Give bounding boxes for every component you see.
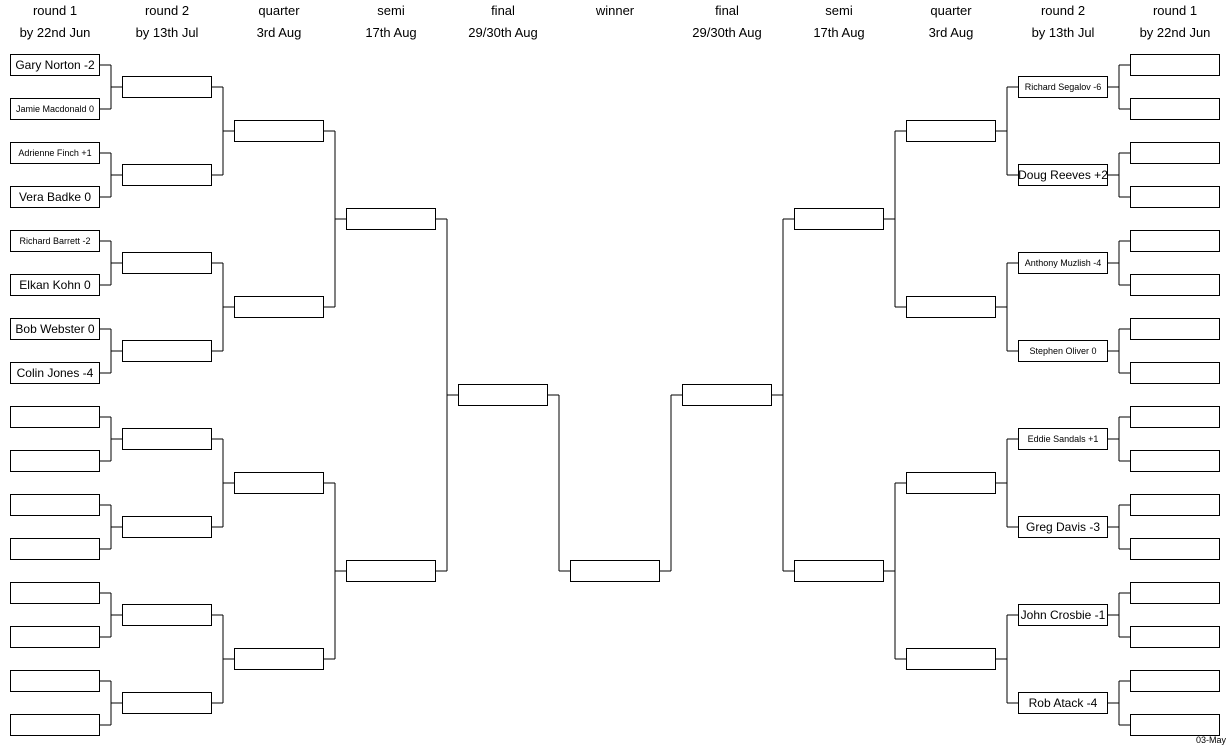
left-round2-slot-4: [122, 340, 212, 362]
right-round2-slot-1: Richard Segalov -6: [1018, 76, 1108, 98]
left-round1-slot-15: [10, 670, 100, 692]
right-round1-slot-4: [1130, 186, 1220, 208]
column-header-8: semi 17th Aug: [783, 0, 895, 44]
column-header-date: by 22nd Jun: [1139, 25, 1211, 40]
column-header-1: round 1 by 22nd Jun: [0, 0, 111, 44]
right-semi-slot-1: [794, 208, 884, 230]
left-final-slot-1: [458, 384, 548, 406]
column-header-date: 3rd Aug: [256, 25, 302, 40]
right-round1-slot-3: [1130, 142, 1220, 164]
column-header-9: quarter 3rd Aug: [895, 0, 1007, 44]
winner-winner-slot-1: [570, 560, 660, 582]
left-round1-slot-11: [10, 494, 100, 516]
right-round1-slot-10: [1130, 450, 1220, 472]
column-header-4: semi 17th Aug: [335, 0, 447, 44]
left-round1-slot-2: Jamie Macdonald 0: [10, 98, 100, 120]
column-header-title: round 2: [144, 3, 190, 18]
right-round2-slot-5: Eddie Sandals +1: [1018, 428, 1108, 450]
column-header-date: [559, 22, 671, 44]
left-round1-slot-10: [10, 450, 100, 472]
column-header-title: quarter: [930, 3, 972, 18]
right-round1-slot-12: [1130, 538, 1220, 560]
left-round1-slot-1: Gary Norton -2: [10, 54, 100, 76]
right-round1-slot-8: [1130, 362, 1220, 384]
right-final-slot-1: [682, 384, 772, 406]
column-header-title: final: [715, 3, 739, 18]
right-round1-slot-14: [1130, 626, 1220, 648]
right-quarter-slot-3: [906, 472, 996, 494]
left-round1-slot-12: [10, 538, 100, 560]
left-round1-slot-3: Adrienne Finch +1: [10, 142, 100, 164]
left-round2-slot-1: [122, 76, 212, 98]
column-header-title: round 1: [32, 3, 78, 18]
right-round1-slot-2: [1130, 98, 1220, 120]
column-header-date: 3rd Aug: [928, 25, 974, 40]
left-round1-slot-9: [10, 406, 100, 428]
left-round2-slot-2: [122, 164, 212, 186]
column-header-date: by 13th Jul: [135, 25, 199, 40]
left-round1-slot-7: Bob Webster 0: [10, 318, 100, 340]
left-round1-slot-16: [10, 714, 100, 736]
left-quarter-slot-1: [234, 120, 324, 142]
column-header-date: by 13th Jul: [1031, 25, 1095, 40]
left-round1-slot-6: Elkan Kohn 0: [10, 274, 100, 296]
column-header-10: round 2 by 13th Jul: [1007, 0, 1119, 44]
column-header-7: final 29/30th Aug: [671, 0, 783, 44]
column-header-title: winner: [595, 3, 635, 18]
right-round1-slot-5: [1130, 230, 1220, 252]
right-round2-slot-4: Stephen Oliver 0: [1018, 340, 1108, 362]
column-header-title: semi: [825, 3, 853, 18]
right-round2-slot-3: Anthony Muzlish -4: [1018, 252, 1108, 274]
left-round1-slot-4: Vera Badke 0: [10, 186, 100, 208]
right-semi-slot-2: [794, 560, 884, 582]
right-round2-slot-6: Greg Davis -3: [1018, 516, 1108, 538]
left-quarter-slot-3: [234, 472, 324, 494]
right-round1-slot-13: [1130, 582, 1220, 604]
column-header-3: quarter 3rd Aug: [223, 0, 335, 44]
right-quarter-slot-2: [906, 296, 996, 318]
column-header-title: round 2: [1040, 3, 1086, 18]
right-quarter-slot-1: [906, 120, 996, 142]
right-quarter-slot-4: [906, 648, 996, 670]
column-header-date: 17th Aug: [365, 25, 417, 40]
column-header-title: quarter: [258, 3, 300, 18]
column-header-6: winner: [559, 0, 671, 44]
left-semi-slot-1: [346, 208, 436, 230]
column-header-date: 17th Aug: [813, 25, 865, 40]
right-round1-slot-16: [1130, 714, 1220, 736]
column-header-date: by 22nd Jun: [19, 25, 91, 40]
right-round2-slot-2: Doug Reeves +2: [1018, 164, 1108, 186]
left-round2-slot-3: [122, 252, 212, 274]
column-header-date: 29/30th Aug: [468, 25, 538, 40]
left-round1-slot-14: [10, 626, 100, 648]
column-header-title: final: [491, 3, 515, 18]
right-round1-slot-11: [1130, 494, 1220, 516]
column-header-2: round 2 by 13th Jul: [111, 0, 223, 44]
left-quarter-slot-4: [234, 648, 324, 670]
column-header-title: round 1: [1152, 3, 1198, 18]
right-round2-slot-8: Rob Atack -4: [1018, 692, 1108, 714]
date-footer: 03-May: [1195, 735, 1226, 745]
left-round2-slot-6: [122, 516, 212, 538]
column-header-11: round 1 by 22nd Jun: [1119, 0, 1231, 44]
left-round1-slot-5: Richard Barrett -2: [10, 230, 100, 252]
left-quarter-slot-2: [234, 296, 324, 318]
column-header-date: 29/30th Aug: [692, 25, 762, 40]
left-round1-slot-13: [10, 582, 100, 604]
column-header-5: final 29/30th Aug: [447, 0, 559, 44]
right-round1-slot-9: [1130, 406, 1220, 428]
left-round2-slot-8: [122, 692, 212, 714]
column-header-title: semi: [377, 3, 405, 18]
right-round1-slot-6: [1130, 274, 1220, 296]
right-round1-slot-1: [1130, 54, 1220, 76]
right-round1-slot-15: [1130, 670, 1220, 692]
left-semi-slot-2: [346, 560, 436, 582]
left-round1-slot-8: Colin Jones -4: [10, 362, 100, 384]
left-round2-slot-7: [122, 604, 212, 626]
right-round1-slot-7: [1130, 318, 1220, 340]
left-round2-slot-5: [122, 428, 212, 450]
right-round2-slot-7: John Crosbie -1: [1018, 604, 1108, 626]
